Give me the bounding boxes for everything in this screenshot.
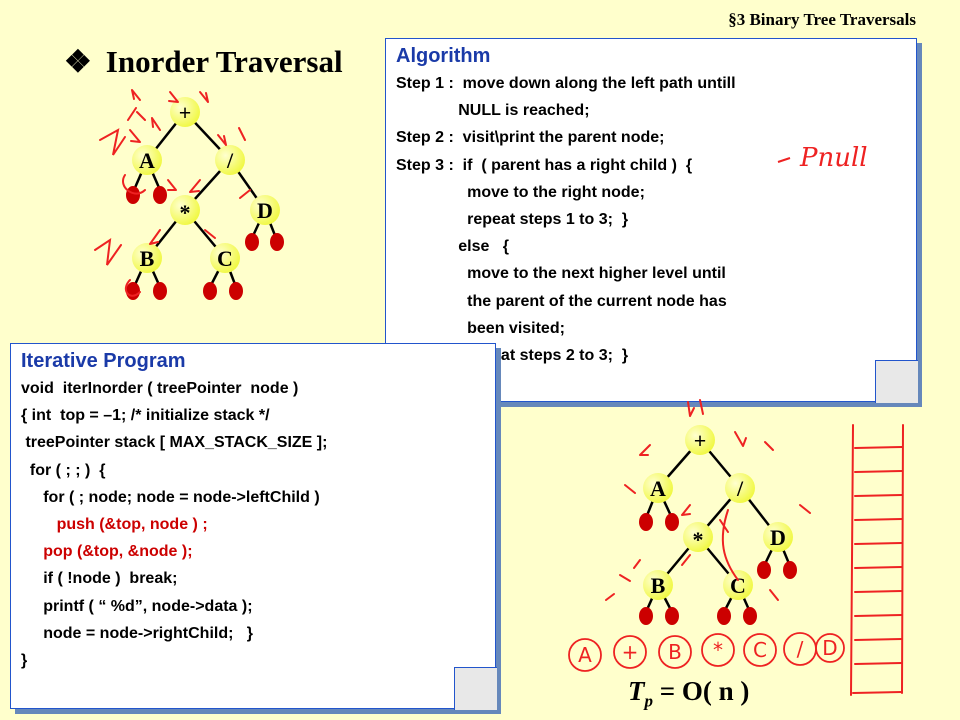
- tree2-handwritten-arrows: [605, 399, 811, 601]
- output-item: D: [822, 636, 837, 660]
- algorithm-line: Step 2 : visit\print the parent node;: [396, 129, 665, 147]
- tree2-node-b: B: [651, 573, 666, 598]
- tree1-node-d: D: [257, 198, 273, 223]
- code-line: void iterInorder ( treePointer node ): [21, 380, 299, 397]
- complexity-rest: = O( n ): [653, 676, 750, 706]
- tree1-node-plus: +: [179, 100, 192, 125]
- tree2-node-star: *: [693, 527, 704, 552]
- tree1-node-slash: /: [226, 148, 234, 173]
- algorithm-line: move to the right node;: [396, 183, 645, 201]
- handwritten-output-text: A + B * C / D: [578, 636, 838, 667]
- tree2-node-c: C: [730, 573, 746, 598]
- title-text: Inorder Traversal: [105, 44, 343, 79]
- code-line: for ( ; node; node = node->leftChild ): [21, 488, 320, 506]
- tree2-node-d: D: [770, 525, 786, 550]
- code-line: pop (&top, &node );: [21, 543, 193, 561]
- tree1-labels: + A / * D B C: [139, 100, 273, 271]
- tree2-leaves: [639, 513, 797, 625]
- output-item: B: [668, 640, 682, 664]
- algorithm-line: been visited;: [396, 319, 565, 337]
- handwritten-pnull: Pnull: [799, 143, 868, 173]
- tree1-node-star: *: [180, 200, 191, 225]
- tree2-node-a: A: [650, 476, 666, 501]
- code-line: for ( ; ; ) {: [21, 461, 106, 479]
- handwritten-output: [568, 632, 845, 672]
- algorithm-line: NULL is reached;: [396, 102, 590, 120]
- algorithm-line: else {: [396, 238, 509, 256]
- output-item: +: [622, 640, 639, 664]
- iterative-heading: Iterative Program: [21, 350, 186, 372]
- code-line: treePointer stack [ MAX_STACK_SIZE ];: [21, 434, 328, 452]
- diamond-bullet-icon: ❖: [64, 44, 92, 79]
- slide-title: ❖ Inorder Traversal: [64, 44, 343, 80]
- algorithm-line: Step 3 : if ( parent has a right child )…: [396, 156, 693, 174]
- algorithm-line: the parent of the current node has: [396, 292, 727, 310]
- section-header: §3 Binary Tree Traversals: [728, 10, 916, 29]
- algorithm-steps: Step 1 : move down along the left path u…: [386, 70, 916, 369]
- tree1-nodes: [132, 97, 280, 273]
- iterative-program-note: Iterative Program void iterInorder ( tre…: [10, 343, 497, 710]
- output-item: *: [713, 638, 723, 662]
- code-line: }: [21, 652, 28, 670]
- page-fold-corner: [454, 667, 497, 710]
- tree1-handwritten-arrows: [94, 89, 251, 297]
- algorithm-heading: Algorithm: [396, 45, 491, 67]
- complexity-t: T: [628, 676, 645, 706]
- code-line: push (&top, node ) ;: [21, 516, 208, 534]
- output-item: /: [797, 637, 804, 661]
- algorithm-line: move to the next higher level until: [396, 265, 726, 283]
- tree2-labels: + A / * D B C: [650, 428, 786, 598]
- code-line: printf ( “ %d”, node->data );: [21, 597, 253, 615]
- handwritten-stack: [850, 424, 904, 696]
- output-item: C: [753, 638, 767, 662]
- tree1-node-c: C: [217, 246, 233, 271]
- tree2-node-slash: /: [736, 476, 744, 501]
- time-complexity: Tp = O( n ): [628, 676, 749, 711]
- tree1-node-b: B: [140, 246, 155, 271]
- code-line: node = node->rightChild; }: [21, 624, 253, 642]
- handwritten-pnull-arrow: [777, 157, 791, 163]
- tree2-node-plus: +: [694, 428, 707, 453]
- code-listing: void iterInorder ( treePointer node ) { i…: [11, 375, 495, 674]
- code-line: if ( !node ) break;: [21, 570, 178, 588]
- algorithm-note: Algorithm Step 1 : move down along the l…: [385, 38, 918, 403]
- tree1-node-a: A: [139, 148, 155, 173]
- algorithm-line: Step 1 : move down along the left path u…: [396, 75, 736, 92]
- complexity-sub: p: [644, 691, 654, 711]
- page-fold-corner: [875, 360, 918, 403]
- output-item: A: [578, 643, 592, 667]
- algorithm-line: repeat steps 1 to 3; }: [396, 211, 629, 229]
- code-line: { int top = –1; /* initialize stack */: [21, 407, 270, 425]
- tree2-nodes: [643, 425, 793, 600]
